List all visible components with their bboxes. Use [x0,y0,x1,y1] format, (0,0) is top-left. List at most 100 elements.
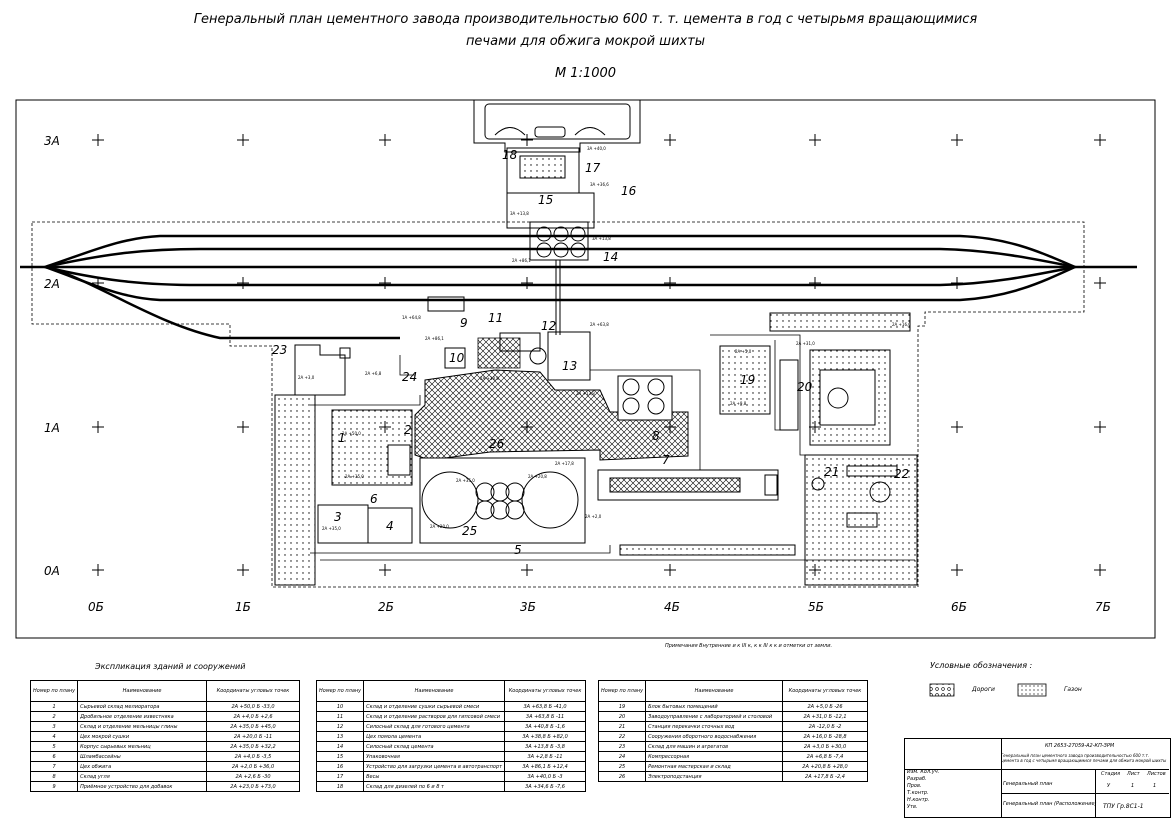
table-cell: 7 [29,761,79,772]
table-cell: 20 [597,711,647,722]
grid-row-label: 2А [44,277,60,291]
building-13 [547,331,591,381]
svg-text:2А +63,8: 2А +63,8 [590,322,609,327]
svg-text:2А +86,1: 2А +86,1 [425,336,444,341]
table-cell: 2А +20,8 Б +28,0 [782,761,868,772]
title-block: КП 2653-27059-А2-КП-ЗРМ Генеральный план… [904,738,1171,818]
table-cell: Склад и отделение мельницы глины [77,721,207,732]
building-number-label: 1 [338,431,346,445]
table-cell: 2А +5,0 Б -26 [782,701,868,712]
grid-row-label: 0А [44,564,60,578]
building-number-label: 18 [502,148,518,162]
table-cell: Дробильное отделение известняка [77,711,207,722]
building-11 [499,332,541,352]
table-cell: 16 [315,761,365,772]
table-cell: Силосный склад цемента [363,741,506,752]
stamp-row-label: Утв. [907,804,918,810]
stamp-row-label: Н.контр. [907,797,930,803]
table-cell: Склад и отделение сушки сырьевой смеси [363,701,506,712]
svg-text:2А +50,0: 2А +50,0 [342,431,361,436]
grid-col-label: 2Б [378,600,394,614]
table-cell: 13 [315,731,365,742]
svg-text:3А +36,6: 3А +36,6 [590,182,609,187]
table-cell: Сырьевой склад мелиоратора [77,701,207,712]
table-cell: 24 [597,751,647,762]
grid-col-label: 0Б [88,600,104,614]
svg-text:2А +3,0: 2А +3,0 [298,375,315,380]
table-cell: Ремонтная мастерская и склад [645,761,783,772]
svg-text:2А +9,8: 2А +9,8 [730,401,747,406]
table-cell: Цех мокрой сушки [77,731,207,742]
svg-text:2А +35,0: 2А +35,0 [322,526,341,531]
table-cell: 2А +4,0 Б +2,6 [206,711,300,722]
grid-col-label: 1Б [235,600,251,614]
col-header: Координаты угловых точек [504,680,586,702]
table-cell: 12 [315,721,365,732]
building-number-label: 12 [541,319,556,333]
svg-text:2А +16,0: 2А +16,0 [892,322,911,327]
table-cell: 5 [29,741,79,752]
legend-label-lawn: Газон [1064,686,1082,693]
table-cell: Блок бытовых помещений [645,701,783,712]
table-cell: 3А +13,8 Б -3,8 [504,741,586,752]
stamp-row-label: Разраб. [907,776,927,782]
building-number-label: 9 [460,316,468,330]
svg-text:2А +13,8: 2А +13,8 [576,391,595,396]
grid-col-label: 4Б [664,600,680,614]
stamp-sheet: 1 [1131,783,1135,789]
table-cell: 3А +2,8 Б -11 [504,751,586,762]
table-cell: 2А +31,0 Б -12,1 [782,711,868,722]
drawing-title-line2: печами для обжига мокрой шихты [465,34,706,49]
building-10 [444,347,466,369]
col-header: Наименование [363,680,506,702]
legend-title: Условные обозначения : [930,661,1033,670]
table-cell: Заводоуправление с лабораторией и столов… [645,711,783,722]
building-number-label: 8 [652,429,660,443]
gate-structure [473,100,641,153]
building-number-label: 11 [488,311,503,325]
svg-text:2А +35,0: 2А +35,0 [345,474,364,479]
table-cell: 2А +2,6 Б -30 [206,771,300,782]
stamp-stage: У [1107,783,1111,789]
svg-text:2А +35,0: 2А +35,0 [456,478,475,483]
table-cell: 3А +86,1 Б +12,4 [504,761,586,772]
col-header: Координаты угловых точек [782,680,868,702]
table-cell: 11 [315,711,365,722]
svg-text:3А +13,8: 3А +13,8 [510,211,529,216]
table-cell: 2А +17,8 Б -2,4 [782,771,868,782]
svg-text:2А +31,0: 2А +31,0 [796,341,815,346]
table-cell: 2А +35,0 Б +32,2 [206,741,300,752]
building-23 [294,344,346,396]
stamp-sheets: 1 [1153,783,1157,789]
building-number-label: 24 [402,370,417,384]
table-cell: 19 [597,701,647,712]
table-cell: 2А +2,0 Б +36,0 [206,761,300,772]
table-cell: 2А +3,0 Б +30,0 [782,741,868,752]
table-cell: 23 [597,741,647,752]
explication-title: Экспликация зданий и сооружений [95,662,246,671]
grid-col-label: 3Б [520,600,536,614]
building-7 [597,469,779,501]
table-cell: Компрессорная [645,751,783,762]
table-cell: Сооружения оборотного водоснабжения [645,731,783,742]
building-number-label: 3 [334,510,342,524]
